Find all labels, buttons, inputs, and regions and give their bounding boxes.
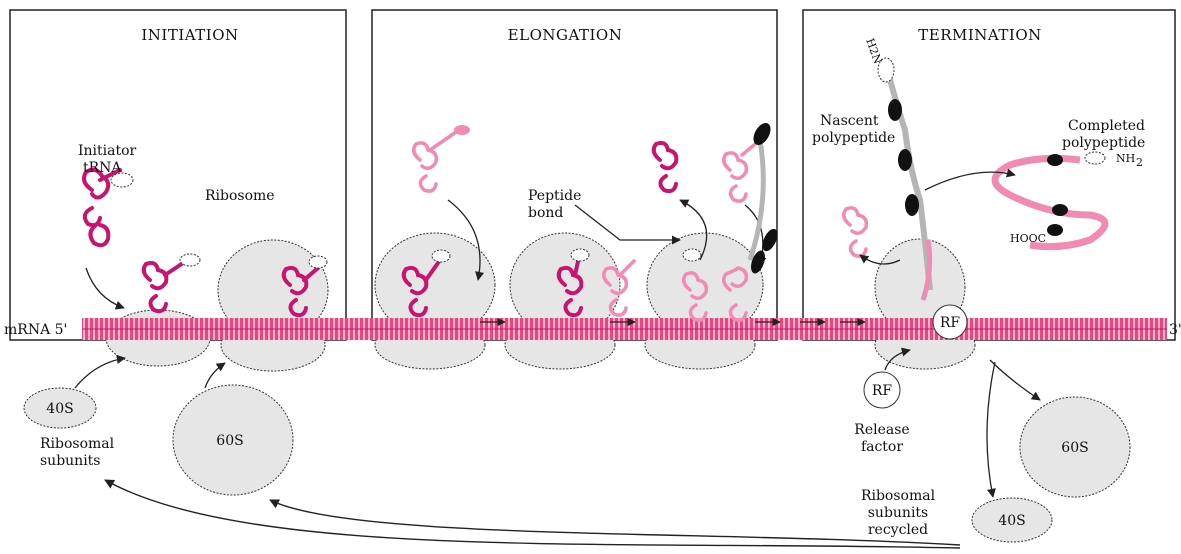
trna-exit-termination [844,208,867,256]
subunit-40s-left-label: 40S [46,401,73,417]
peptide-label-1: Peptide [528,188,581,204]
c-terminal-amino-acid [1085,152,1105,164]
initiator-label-1: Initiator [78,143,137,159]
amino-acid-initiation-ribosome [309,256,327,268]
rf-free-label: RF [872,383,893,399]
subunit-60s-right-label: 60S [1061,440,1088,456]
peptide-label-2: bond [528,205,563,221]
h2n-label: H2N [863,37,884,66]
amino-acid-elong-3 [683,249,701,261]
nh2-label: NH [1116,152,1135,165]
mrna-3-label: 3' [1169,322,1181,338]
subunit-60s-left-label: 60S [216,433,243,449]
arrow-40s-out [987,362,995,497]
recycled-label-2: subunits [868,505,928,521]
ribosome-group [106,233,975,371]
nascent-label-1: Nascent [820,113,879,129]
completed-label-2: polypeptide [1062,135,1145,151]
termination-title: TERMINATION [918,26,1042,44]
termination-panel [803,10,1175,340]
recycled-label-3: recycled [868,522,928,538]
ribosomal-left-1: Ribosomal [40,436,115,452]
ribosomal-left-2: subunits [40,453,100,469]
mrna-5-label: mRNA 5' [4,322,67,338]
arrow-40s-up [75,358,125,388]
initiator-label-2: tRNA [83,160,122,176]
release-label-2: factor [861,439,903,455]
trna-on-40s [144,263,183,311]
amino-acid-elong-1 [432,250,450,262]
initiation-title: INITIATION [141,26,238,44]
rf-bound-label: RF [940,315,961,331]
recycled-label-1: Ribosomal [861,488,936,504]
arrow-60s-out [990,360,1040,400]
incoming-trna-pink [414,132,456,191]
elongation-title: ELONGATION [508,26,623,44]
peptide-pointer [575,205,680,240]
nh2-sub-label: 2 [1136,156,1143,169]
subunit-40s-right-label: 40S [998,513,1025,529]
release-label-1: Release [854,422,909,438]
amino-acid-on-40s [180,254,200,266]
trna-leaving [654,143,677,191]
amino-acid-elong-2 [571,249,589,261]
arrow-recycle-to-60s [270,500,960,545]
incoming-trna-pink-2 [724,140,760,201]
ribosome-label: Ribosome [205,188,275,204]
incoming-amino-acid [454,125,470,135]
growing-chain [748,120,780,275]
nascent-label-2: polypeptide [812,130,895,146]
hooc-label: HOOC [1010,232,1046,245]
completed-label-1: Completed [1068,118,1145,134]
arrow-60s-up [205,363,225,388]
arrow-initiator-to-40s [86,268,124,308]
